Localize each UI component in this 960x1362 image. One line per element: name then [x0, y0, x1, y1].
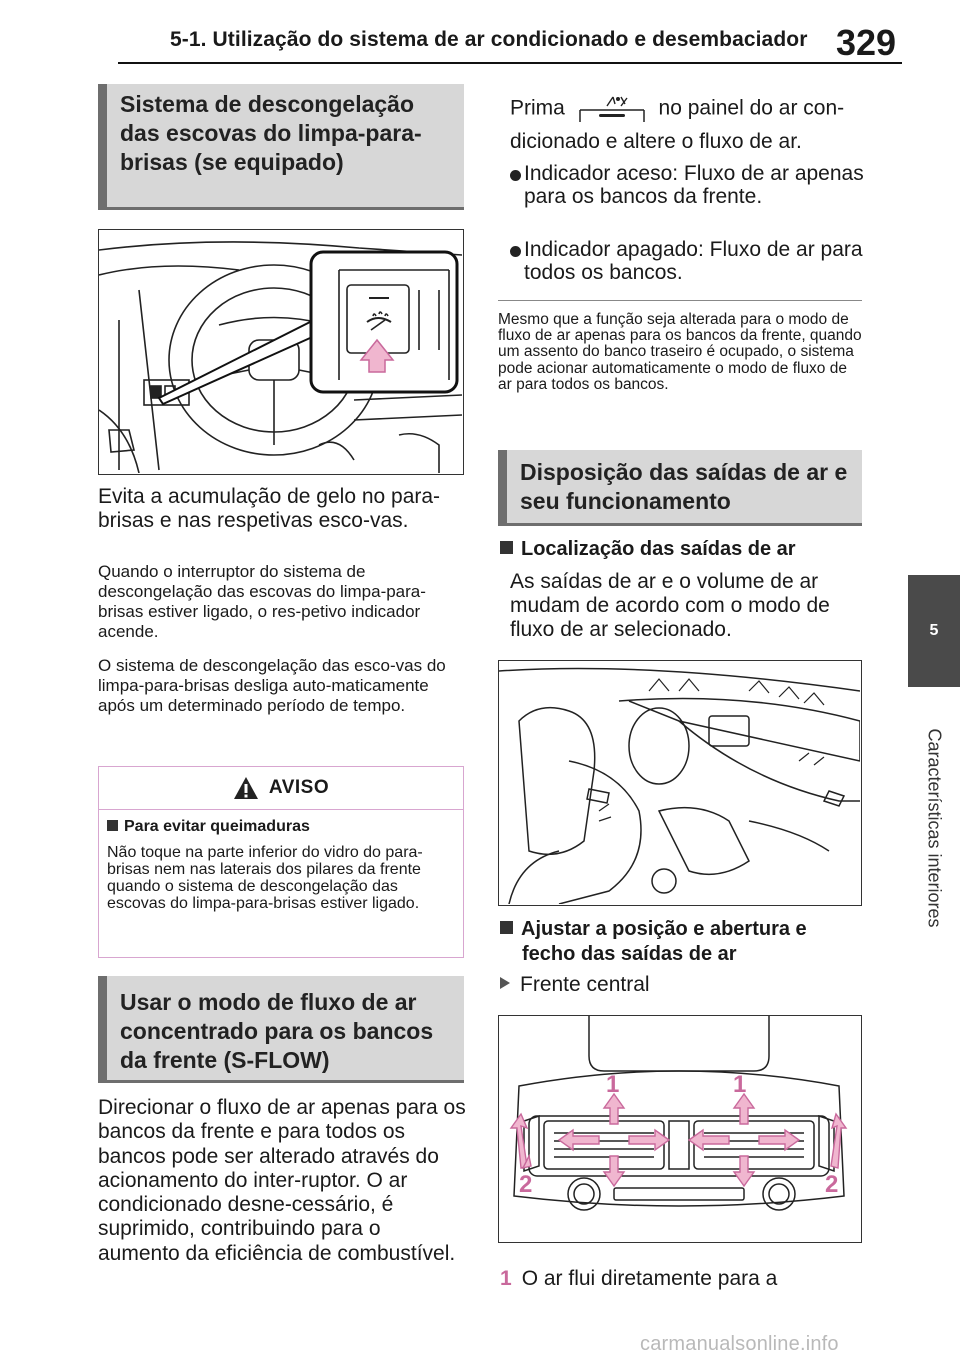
prima-text-after: no painel do ar con- — [658, 96, 845, 120]
s-flow-button-icon — [578, 96, 645, 122]
prima-line: Prima no painel do ar con- — [510, 94, 870, 124]
square-bullet-icon — [107, 820, 118, 831]
warning-subtitle: Para evitar queimaduras — [124, 818, 310, 835]
warning-title: AVISO — [268, 777, 330, 798]
warning-box: AVISO Para evitar queimaduras Não toque … — [98, 766, 464, 958]
bullet-text-indicator-off: Indicador apagado: Fluxo de ar para todo… — [524, 238, 863, 284]
watermark-text: carmanualsonline.info — [640, 1333, 839, 1355]
numbered-item-1-number: 1 — [500, 1267, 512, 1290]
paragraph-deicer-indicator: Quando o interruptor do sistema de desco… — [98, 562, 426, 641]
paragraph-sflow: Direcionar o fluxo de ar apenas para os … — [98, 1096, 466, 1265]
bullet-text-indicator-on: Indicador aceso: Fluxo de ar apenas para… — [524, 162, 864, 208]
subheading-vent-location: Localização das saídas de ar — [500, 537, 860, 562]
note-rear-seat: Mesmo que a função seja alterada para o … — [498, 311, 862, 393]
subheading-vent-location-text: Localização das saídas de ar — [521, 538, 796, 560]
prima-text-before: Prima — [510, 96, 565, 120]
section-heading-air-vents: Disposição das saídas de ar e seu funcio… — [498, 450, 862, 526]
warning-text: Não toque na parte inferior do vidro do … — [107, 844, 423, 912]
paragraph-vents: As saídas de ar e o volume de ar mudam d… — [510, 570, 830, 641]
subheading-adjust-vents-line2: fecho das saídas de ar — [522, 943, 737, 965]
prima-line-2: dicionado e altere o fluxo de ar. — [510, 130, 802, 153]
warning-triangle-icon — [233, 777, 258, 799]
subheading-adjust-vents: Ajustar a posição e abertura e fecho das … — [500, 917, 860, 967]
note-divider — [498, 300, 862, 301]
chapter-number: 5 — [929, 622, 939, 639]
chapter-side-label: Características interiores — [908, 698, 960, 958]
square-bullet-icon — [500, 541, 513, 554]
bullet-item: Indicador aceso: Fluxo de ar apenas para… — [510, 162, 870, 208]
warning-subtitle-row: Para evitar queimaduras — [107, 818, 455, 836]
callout-1-left: 1 — [606, 1071, 619, 1098]
paragraph-deicer-auto-off: O sistema de descongelação das esco-vas … — [98, 656, 446, 715]
callout-1-right: 1 — [733, 1071, 746, 1098]
dashboard-line-drawing — [99, 241, 462, 473]
section-heading-wiper-deicer: Sistema de descongelação das escovas do … — [98, 84, 464, 210]
square-bullet-icon — [500, 921, 513, 934]
header-divider — [118, 62, 902, 64]
header-section-title: 5-1. Utilização do sistema de ar condici… — [170, 28, 808, 51]
callout-2-right: 2 — [825, 1171, 838, 1198]
wiper-deicer-switch-illustration — [98, 229, 464, 475]
page-number: 329 — [836, 22, 897, 63]
bullet-dot-icon — [510, 170, 521, 181]
warning-header: AVISO — [99, 767, 463, 810]
chapter-tab: 5 — [908, 575, 960, 687]
list-item-front-center-text: Frente central — [520, 973, 650, 996]
vent-locations-illustration — [498, 660, 862, 906]
paragraph-deicer-intro: Evita a acumulação de gelo no para-brisa… — [98, 485, 441, 532]
triangle-bullet-icon — [500, 977, 510, 989]
numbered-item-1: 1 O ar flui diretamente para a — [500, 1267, 777, 1291]
list-item-front-center: Frente central — [500, 973, 650, 997]
cabin-line-drawing — [499, 667, 860, 904]
bullet-item: Indicador apagado: Fluxo de ar para todo… — [510, 238, 870, 284]
center-vents-illustration: 1 1 2 2 — [498, 1015, 862, 1243]
center-vents-diagram: 1 1 2 2 — [509, 1016, 848, 1211]
bullet-dot-icon — [510, 246, 521, 257]
chapter-label-text: Características interiores — [924, 728, 945, 928]
section-heading-sflow: Usar o modo de fluxo de ar concentrado p… — [98, 976, 464, 1083]
numbered-item-1-text: O ar flui diretamente para a — [521, 1267, 778, 1290]
subheading-adjust-vents-line1: Ajustar a posição e abertura e — [521, 918, 807, 940]
callout-2-left: 2 — [519, 1171, 532, 1198]
